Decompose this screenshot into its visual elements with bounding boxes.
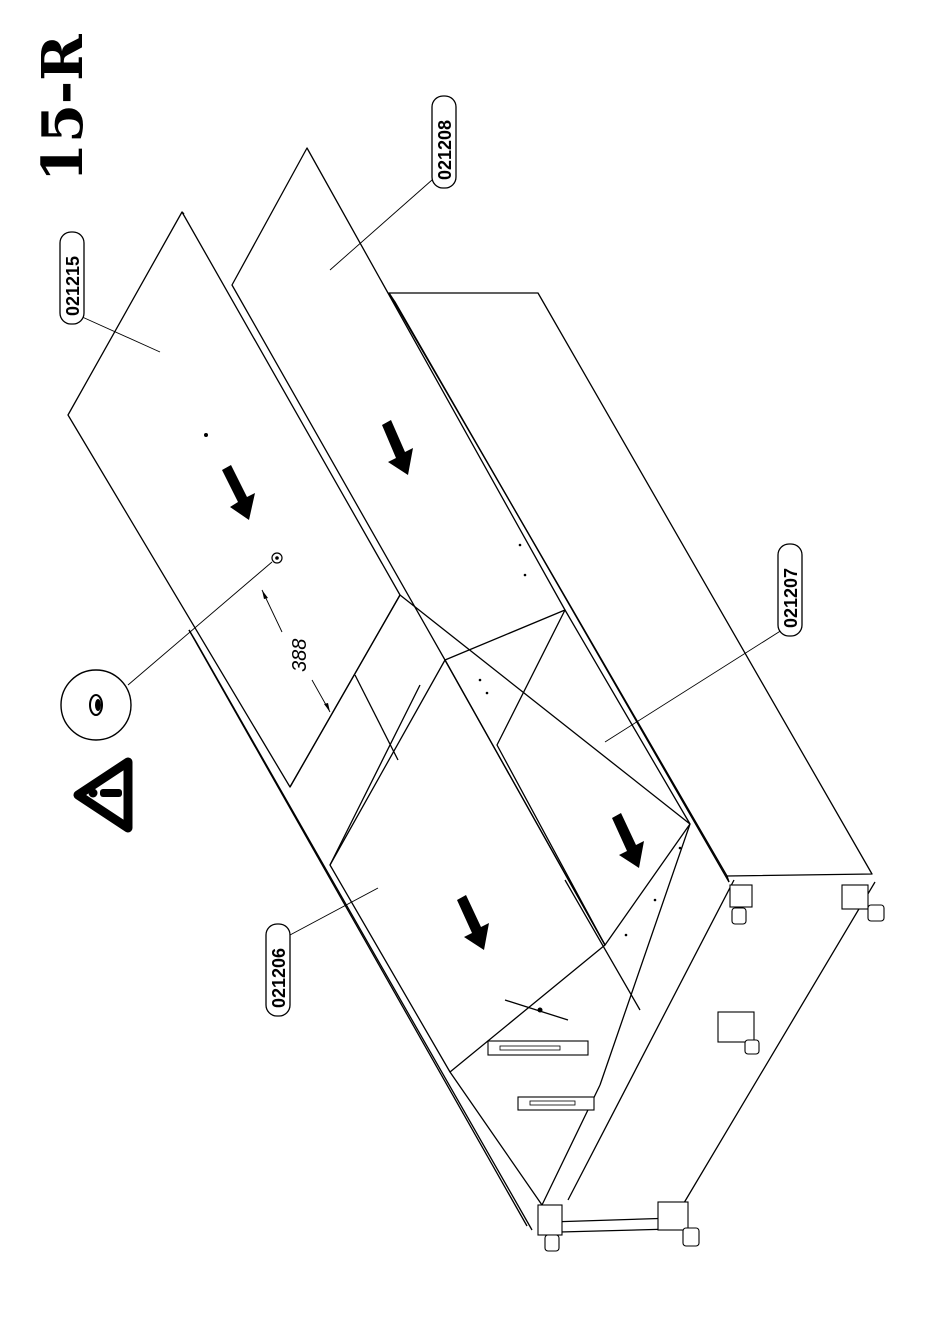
hole-detail-callout — [61, 562, 272, 740]
part-label-021207: 021207 — [781, 568, 801, 628]
drawer-slide-upper — [488, 1008, 588, 1056]
callout-021208: 021208 — [330, 96, 456, 270]
panel-021206 — [330, 660, 605, 1072]
drawer-slide-lower — [518, 1097, 594, 1110]
panel-021208 — [232, 148, 565, 694]
foot-bracket — [538, 1205, 562, 1251]
callout-021215: 021215 — [60, 232, 160, 352]
foot-bracket — [842, 885, 884, 921]
warning-triangle-icon — [78, 762, 128, 828]
cabinet-body — [189, 293, 875, 1232]
foot-bracket — [658, 1202, 699, 1246]
panel-021207 — [497, 610, 690, 945]
callout-021206: 021206 — [266, 888, 378, 1016]
dimension-value: 388 — [289, 639, 311, 672]
dimension-388: 388 — [262, 590, 330, 712]
part-label-021208: 021208 — [435, 120, 455, 180]
part-label-021215: 021215 — [63, 256, 83, 316]
callout-021207: 021207 — [605, 544, 802, 742]
foot-bracket — [718, 1012, 759, 1054]
part-label-021206: 021206 — [269, 948, 289, 1008]
foot-bracket — [730, 885, 752, 924]
step-number: 15-R — [30, 34, 96, 182]
